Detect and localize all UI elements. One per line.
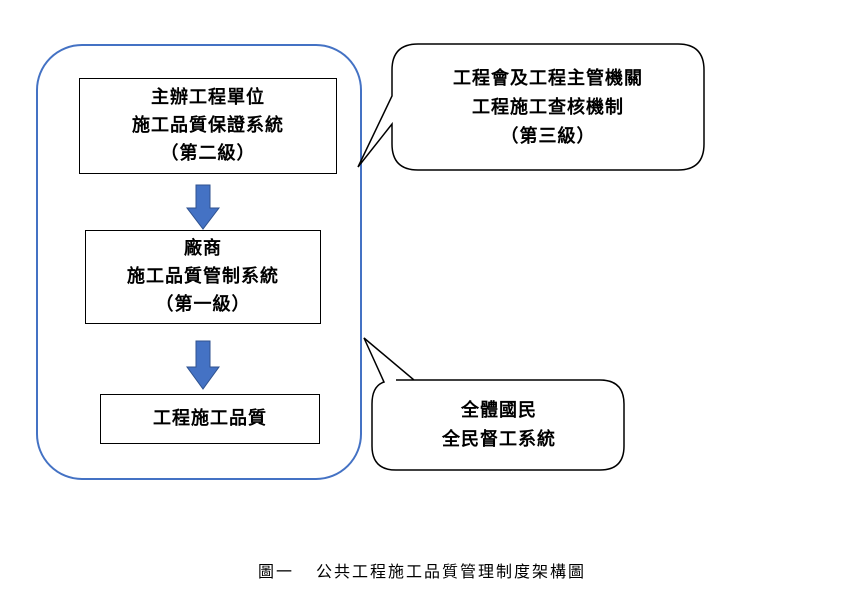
system-boundary <box>36 44 362 480</box>
construction-quality-box: 工程施工品質 <box>100 394 320 444</box>
box-line: （第一級） <box>155 294 251 315</box>
box-line: （第二級） <box>160 143 256 164</box>
callout-line: 工程會及工程主管機關 <box>453 67 643 89</box>
figure-number: 圖一 <box>257 562 294 581</box>
contractor-quality-control-box: 廠商 施工品質管制系統 （第一級） <box>85 230 321 324</box>
callout-line: 全民督工系統 <box>442 429 556 450</box>
callout-line: 工程施工查核機制 <box>472 96 624 118</box>
public-supervision-callout: 全體國民 全民督工系統 <box>374 380 624 470</box>
figure-caption: 圖一 公共工程施工品質管理制度架構圖 <box>0 558 844 582</box>
box-line: 施工品質管制系統 <box>127 266 279 287</box>
owner-quality-assurance-box: 主辦工程單位 施工品質保證系統 （第二級） <box>79 78 337 174</box>
callout-line: 全體國民 <box>461 400 537 421</box>
box-line: 施工品質保證系統 <box>132 115 284 136</box>
down-arrow-icon <box>186 340 220 390</box>
box-line: 廠商 <box>184 238 222 259</box>
box-line: 主辦工程單位 <box>151 87 265 108</box>
level3-inspection-callout: 工程會及工程主管機關 工程施工查核機制 （第三級） <box>392 44 704 170</box>
down-arrow-icon <box>186 184 220 230</box>
callout-line: （第三級） <box>500 125 596 147</box>
figure-title: 公共工程施工品質管理制度架構圖 <box>316 562 587 581</box>
box-label: 工程施工品質 <box>153 408 267 429</box>
